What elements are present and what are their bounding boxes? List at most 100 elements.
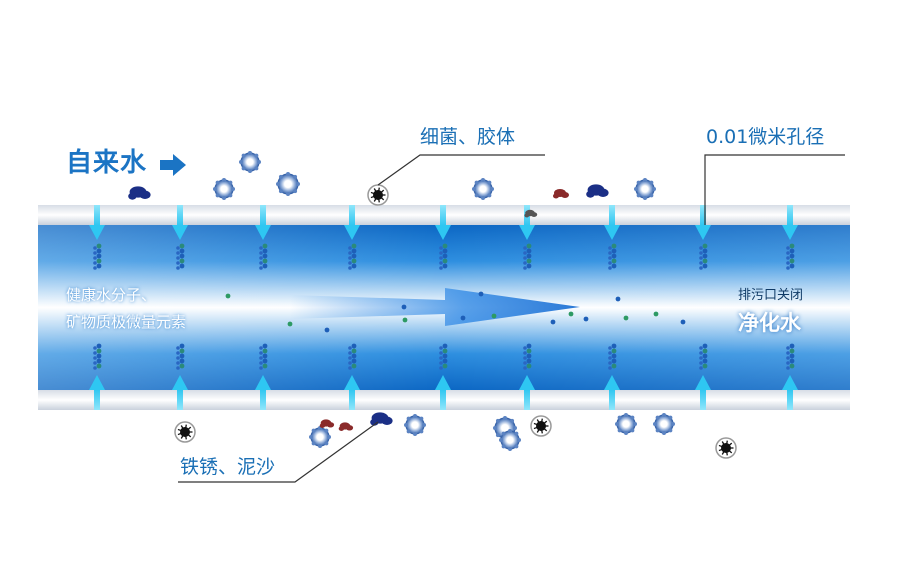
filter-dot	[699, 261, 703, 265]
filter-dot	[789, 263, 795, 269]
filter-dot	[179, 363, 185, 369]
filter-dot	[789, 243, 795, 249]
pore-size-label: 0.01微米孔径	[706, 126, 825, 148]
filter-dot	[789, 353, 795, 359]
colloid-ring-icon	[309, 426, 331, 448]
filter-dot	[179, 348, 185, 354]
down-arrow-shaft	[94, 205, 100, 227]
filter-dot	[608, 256, 612, 260]
filter-dot	[259, 361, 263, 365]
filter-dot	[262, 358, 268, 364]
rust-particle-icon	[586, 184, 609, 198]
filter-dot	[93, 261, 97, 265]
down-arrow-shaft	[700, 205, 706, 227]
water-molecule-dot	[401, 304, 407, 310]
rust-particle-icon	[319, 419, 335, 428]
filter-dot	[439, 356, 443, 360]
filter-dot	[789, 258, 795, 264]
filter-dot	[179, 343, 185, 349]
filter-dot	[176, 261, 180, 265]
filter-dot	[259, 356, 263, 360]
filter-dot	[348, 256, 352, 260]
filter-dot	[93, 366, 97, 370]
down-arrow-shaft	[177, 205, 183, 227]
filter-dot	[702, 258, 708, 264]
filter-dot	[789, 348, 795, 354]
filter-dot	[262, 253, 268, 259]
filter-dot	[699, 266, 703, 270]
colloid-ring-icon	[653, 413, 675, 435]
water-molecule-dot	[623, 315, 629, 321]
filter-dot	[611, 253, 617, 259]
up-arrow-shaft	[524, 388, 530, 410]
up-arrow-icon	[255, 375, 271, 390]
filter-dot	[442, 343, 448, 349]
filter-dot	[523, 256, 527, 260]
filter-dot	[93, 256, 97, 260]
up-arrow-icon	[344, 375, 360, 390]
filter-dot	[789, 358, 795, 364]
filter-dot	[259, 261, 263, 265]
up-arrow-shaft	[177, 388, 183, 410]
filter-dot	[699, 346, 703, 350]
filter-dot	[439, 266, 443, 270]
filter-dot	[611, 343, 617, 349]
rust-particle-icon	[338, 422, 354, 431]
water-molecule-dot	[583, 316, 589, 322]
filter-dot	[93, 266, 97, 270]
purified-water-label: 净化水	[738, 311, 801, 335]
up-arrow-shaft	[787, 388, 793, 410]
filter-dot	[702, 358, 708, 364]
callout-line-bacteria	[377, 154, 545, 186]
filter-dot	[699, 361, 703, 365]
down-arrow-icon	[695, 225, 711, 240]
filter-dot	[351, 363, 357, 369]
filter-dot	[608, 266, 612, 270]
water-molecule-dot	[550, 319, 556, 325]
up-arrow-shaft	[700, 388, 706, 410]
filter-dot	[526, 363, 532, 369]
up-arrow-icon	[89, 375, 105, 390]
filter-dot	[176, 266, 180, 270]
filter-dot	[702, 243, 708, 249]
filter-dot	[786, 261, 790, 265]
filter-dot	[179, 358, 185, 364]
filter-dot	[176, 251, 180, 255]
up-arrow-shaft	[260, 388, 266, 410]
filter-dot	[786, 251, 790, 255]
colloid-ring-icon	[239, 151, 261, 173]
filter-dot	[786, 256, 790, 260]
filter-dot	[93, 361, 97, 365]
filter-dot	[786, 246, 790, 250]
filter-dot	[351, 243, 357, 249]
filter-dot	[608, 366, 612, 370]
filter-dot	[439, 256, 443, 260]
filter-dot	[526, 343, 532, 349]
filter-dot	[96, 243, 102, 249]
filter-dot	[526, 258, 532, 264]
filter-dot	[351, 343, 357, 349]
colloid-ring-icon	[615, 413, 637, 435]
filter-dot	[348, 266, 352, 270]
up-arrow-icon	[435, 375, 451, 390]
down-arrow-icon	[344, 225, 360, 240]
water-molecule-dot	[402, 317, 408, 323]
filter-dot	[786, 351, 790, 355]
filter-dot	[526, 243, 532, 249]
water-molecule-dot	[615, 296, 621, 302]
filter-dot	[611, 243, 617, 249]
contaminant-particles	[128, 151, 737, 459]
filter-dot	[262, 348, 268, 354]
filter-dot	[262, 353, 268, 359]
up-arrow-shaft	[349, 388, 355, 410]
filter-dot	[96, 258, 102, 264]
down-arrow-shaft	[440, 205, 446, 227]
filter-dot	[786, 266, 790, 270]
inlet-label: 自来水	[66, 148, 148, 178]
filter-dot	[789, 343, 795, 349]
filter-dot	[611, 363, 617, 369]
filter-dot	[176, 356, 180, 360]
filter-dot	[179, 248, 185, 254]
filter-dot	[259, 246, 263, 250]
